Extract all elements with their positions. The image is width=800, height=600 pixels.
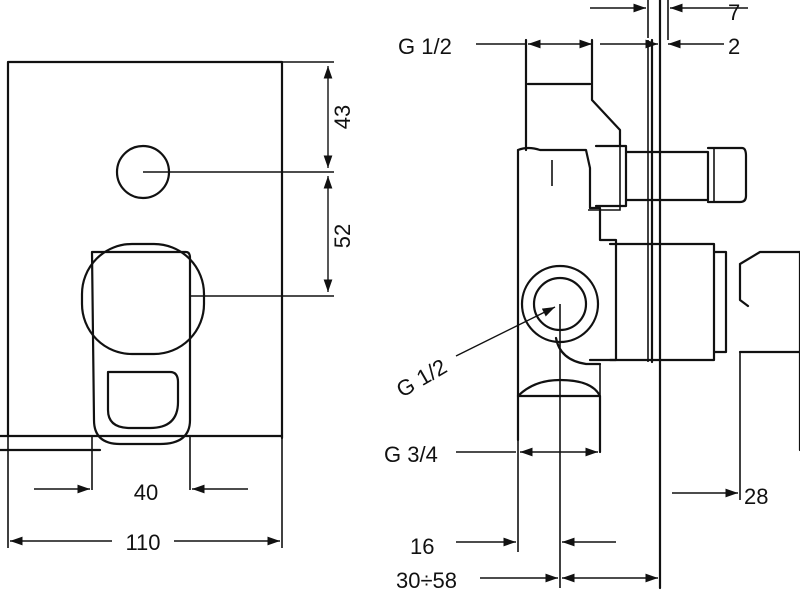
handle-rosette: [80, 242, 206, 356]
valve-body-detail: [551, 146, 621, 211]
valve-body-main: [516, 146, 618, 442]
front-view: 43 52 40 110: [0, 60, 355, 555]
cartridge-body: [608, 242, 728, 362]
handle-lever: [90, 250, 192, 446]
thread-label-top: G 1/2: [398, 34, 452, 59]
dim-label-7: 7: [728, 0, 740, 25]
thread-label-side: G 1/2: [392, 354, 451, 403]
side-view: 7 2 G 1/2 G 1/2 G 3/4 28: [384, 0, 800, 593]
dim-label-40: 40: [134, 480, 158, 505]
dim-label-110-bg: [112, 528, 174, 552]
lever-profile: [738, 250, 800, 452]
leader-g12-side: [455, 306, 556, 357]
dim-label-depth: 30÷58: [396, 568, 457, 593]
dim-label-43: 43: [330, 105, 355, 129]
dim-label-52: 52: [330, 224, 355, 248]
thread-label-bottom: G 3/4: [384, 442, 438, 467]
dim-label-2: 2: [728, 34, 740, 59]
dim-label-28: 28: [744, 484, 768, 509]
dim-label-110: 110: [125, 530, 160, 555]
bottom-port: [516, 336, 602, 454]
spindle-top: [594, 144, 748, 208]
dim-label-16: 16: [410, 534, 434, 559]
cover-plate: [6, 60, 284, 440]
valve-body-top-port: [524, 38, 622, 152]
handle-face: [106, 370, 180, 430]
